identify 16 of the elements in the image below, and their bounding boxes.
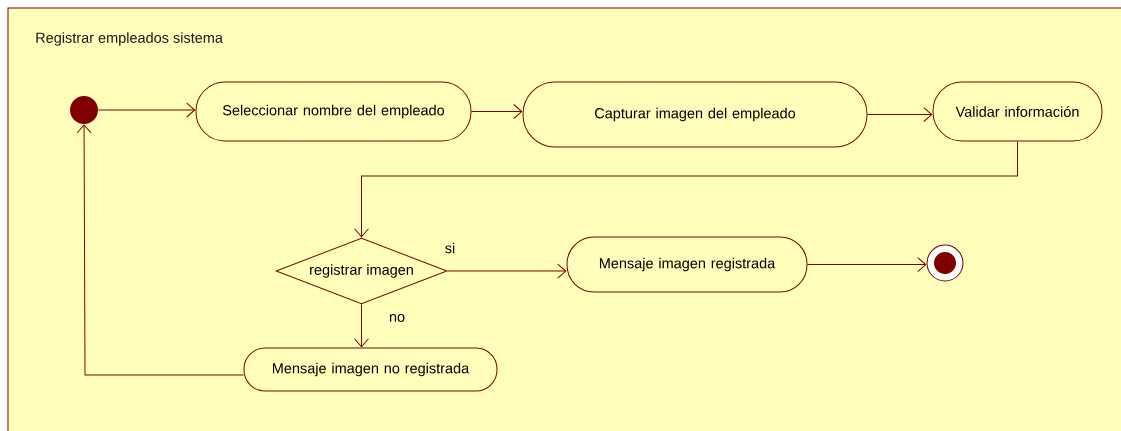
arrow bbox=[354, 304, 369, 348]
final-node bbox=[926, 244, 964, 282]
action-box: Seleccionar nombre del empleado bbox=[195, 81, 472, 142]
edge-label: no bbox=[387, 313, 407, 323]
arrow bbox=[76, 124, 244, 376]
action-box: Validar información bbox=[932, 81, 1103, 142]
initial-node bbox=[70, 96, 98, 124]
arrow bbox=[807, 257, 927, 272]
action-box: Capturar imagen del empleado bbox=[522, 81, 868, 148]
arrow bbox=[354, 141, 1018, 238]
action-box: Mensaje imagen registrada bbox=[566, 236, 808, 293]
arrow bbox=[97, 102, 196, 118]
arrow bbox=[447, 263, 567, 279]
action-box: Mensaje imagen no registrada bbox=[243, 347, 498, 392]
arrow bbox=[471, 104, 523, 119]
arrow bbox=[867, 107, 933, 122]
